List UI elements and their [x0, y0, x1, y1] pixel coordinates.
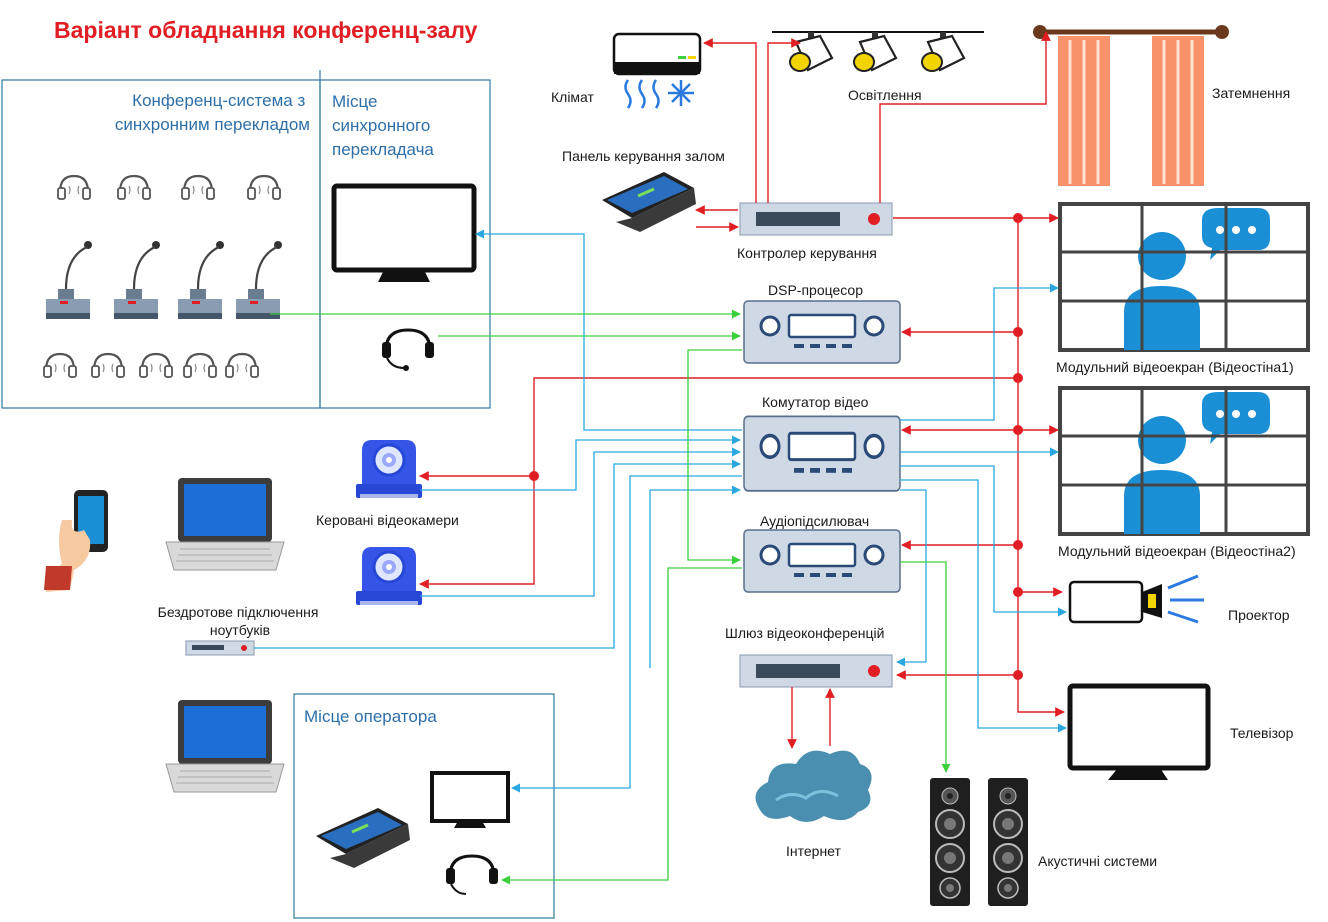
internet-label: Інтернет [786, 843, 842, 859]
air-conditioner-icon [612, 32, 702, 109]
spotlight-icon [788, 30, 834, 73]
videowall-1-label: Модульний відеоекран (Відеостіна1) [1056, 359, 1294, 375]
operator-monitor-icon [430, 771, 510, 828]
spotlight-icon [920, 30, 966, 73]
climate-label: Клімат [551, 89, 595, 105]
translator-headset-icon [382, 328, 434, 371]
ptz-camera-icon [354, 545, 424, 607]
headphones-icon [246, 174, 282, 201]
projector-icon [1068, 574, 1204, 624]
headphones-icon [224, 352, 260, 379]
wireless-label: Бездротове підключення ноутбуків [158, 604, 323, 638]
video-switch-device [742, 414, 902, 493]
controller-label: Контролер керування [737, 245, 877, 261]
lighting-label: Освітлення [848, 87, 922, 103]
conference-zone-title: Конференц-система з синхронним перекладо… [115, 91, 310, 134]
amplifier-label: Аудіопідсилювач [760, 513, 869, 529]
delegate-microphone-icon [44, 239, 94, 321]
audio-lines [270, 309, 951, 885]
laptop-icon [165, 477, 285, 571]
videowall-2-label: Модульний відеоекран (Відеостіна2) [1058, 543, 1296, 559]
ptz-camera-icon [354, 438, 424, 500]
delegate-microphone-icon [234, 239, 284, 321]
translator-zone-box [319, 79, 491, 409]
amplifier-device [742, 528, 902, 594]
gateway-device [739, 654, 893, 688]
operator-headset-icon [446, 854, 498, 895]
control-lines [419, 31, 1065, 749]
headphones-icon [180, 174, 216, 201]
videowall-2-icon [1058, 386, 1310, 536]
operator-tablet-icon [314, 806, 412, 870]
curtains-icon [1033, 25, 1229, 186]
speakers-label: Акустичні системи [1038, 853, 1157, 869]
conference-zone-line2: синхронним перекладом [115, 115, 310, 134]
gateway-label: Шлюз відеоконференцій [725, 625, 884, 641]
operator-zone-box [293, 693, 555, 919]
dsp-device [742, 299, 902, 365]
headphones-icon [116, 174, 152, 201]
video-lines [254, 229, 1067, 793]
headphones-icon [56, 174, 92, 201]
speaker-icon [987, 777, 1029, 907]
control-panel-label: Панель керування залом [562, 148, 725, 164]
headphones-icon [182, 352, 218, 379]
translator-monitor-icon [331, 183, 477, 282]
translator-zone-title: Місце синхронного перекладача [332, 92, 435, 159]
delegate-microphone-icon [176, 239, 226, 321]
laptop-icon [165, 699, 285, 793]
projector-label: Проектор [1228, 607, 1290, 623]
video-switch-label: Комутатор відео [762, 394, 869, 410]
speaker-icon [929, 777, 971, 907]
videowall-1-icon [1058, 202, 1310, 352]
internet-cloud-icon [755, 750, 872, 822]
operator-zone-title: Місце оператора [304, 707, 437, 726]
headphones-icon [90, 352, 126, 379]
delegate-microphone-icon [112, 239, 162, 321]
tv-icon [1067, 683, 1211, 780]
tv-label: Телевізор [1230, 725, 1294, 741]
blackout-label: Затемнення [1212, 85, 1290, 101]
control-panel-tablet-icon [600, 170, 698, 234]
dsp-label: DSP-процесор [768, 282, 863, 298]
controller-device [739, 202, 893, 236]
headphones-icon [138, 352, 174, 379]
smartphone-hand-icon [44, 490, 108, 592]
headphones-icon [42, 352, 78, 379]
wireless-receiver-device [185, 640, 255, 656]
cameras-label: Керовані відеокамери [316, 512, 459, 528]
conference-zone-line1: Конференц-система з [132, 91, 305, 110]
page-title: Варіант обладнання конференц-залу [54, 17, 478, 43]
spotlight-icon [852, 30, 898, 73]
